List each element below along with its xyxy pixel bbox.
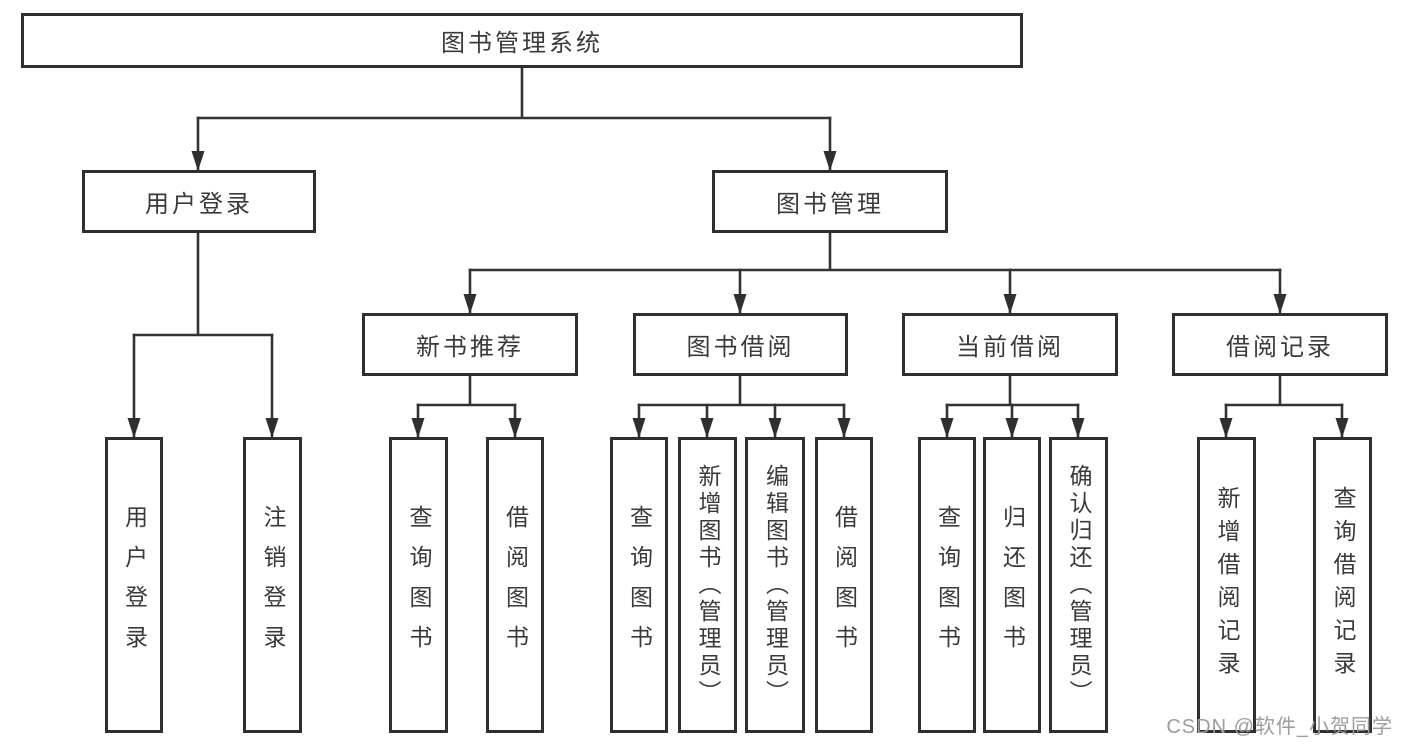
leaf-user-login: 用户登录 bbox=[105, 437, 163, 733]
leaf-label: 注销登录 bbox=[260, 505, 286, 665]
leaf-edit-books-admin: 编辑图书（管理员） bbox=[745, 437, 805, 733]
node-label: 图书管理 bbox=[776, 191, 884, 218]
leaf-label: 查询图书 bbox=[934, 505, 961, 665]
leaf-label: 归还图书 bbox=[999, 505, 1026, 665]
leaf-label: 查询图书 bbox=[626, 505, 653, 665]
leaf-query-books-recommend: 查询图书 bbox=[389, 437, 448, 733]
leaf-confirm-return-admin: 确认归还（管理员） bbox=[1049, 437, 1108, 733]
node-label: 图书借阅 bbox=[686, 334, 795, 361]
leaf-query-borrowing-record: 查询借阅记录 bbox=[1313, 437, 1372, 733]
node-new-book-recommendation: 新书推荐 bbox=[362, 313, 578, 376]
leaf-add-books-admin: 新增图书（管理员） bbox=[678, 437, 737, 733]
leaf-label: 查询图书 bbox=[406, 505, 432, 665]
connector-root-to-level2 bbox=[191, 66, 837, 172]
leaf-query-books-current: 查询图书 bbox=[918, 437, 976, 733]
node-book-management: 图书管理 bbox=[712, 170, 948, 233]
leaf-return-books: 归还图书 bbox=[983, 437, 1041, 733]
leaf-borrow-books-recommend: 借阅图书 bbox=[486, 437, 544, 733]
connector-borrowing-records-branch bbox=[1219, 374, 1349, 439]
csdn-watermark: CSDN @软件_小贺同学 bbox=[1166, 716, 1393, 738]
leaf-label: 编辑图书（管理员） bbox=[762, 463, 789, 707]
node-library-management-system: 图书管理系统 bbox=[21, 13, 1023, 68]
connector-book-borrowing-branch bbox=[632, 374, 851, 439]
leaf-logout: 注销登录 bbox=[243, 437, 302, 733]
node-label: 图书管理系统 bbox=[441, 30, 603, 57]
leaf-label: 查询借阅记录 bbox=[1330, 486, 1356, 684]
node-borrowing-records: 借阅记录 bbox=[1172, 313, 1388, 376]
leaf-label: 借阅图书 bbox=[502, 505, 529, 665]
leaf-label: 借阅图书 bbox=[831, 505, 858, 665]
node-user-login: 用户登录 bbox=[82, 170, 316, 233]
node-label: 用户登录 bbox=[145, 191, 253, 218]
leaf-add-borrowing-record: 新增借阅记录 bbox=[1197, 437, 1256, 733]
connector-new-book-branch bbox=[411, 374, 522, 439]
connector-current-borrowing-branch bbox=[940, 374, 1085, 439]
leaf-label: 新增图书（管理员） bbox=[695, 463, 721, 707]
leaf-query-books-borrowing: 查询图书 bbox=[610, 437, 668, 733]
node-label: 新书推荐 bbox=[416, 334, 524, 361]
node-label: 借阅记录 bbox=[1226, 334, 1334, 361]
leaf-label: 确认归还（管理员） bbox=[1066, 463, 1092, 707]
leaf-borrow-books: 借阅图书 bbox=[815, 437, 873, 733]
node-label: 当前借阅 bbox=[956, 334, 1064, 361]
connector-book-management-branch bbox=[463, 231, 1287, 315]
leaf-label: 用户登录 bbox=[121, 505, 148, 665]
connector-user-login-branch bbox=[127, 231, 279, 439]
leaf-label: 新增借阅记录 bbox=[1214, 486, 1240, 684]
node-book-borrowing: 图书借阅 bbox=[633, 313, 848, 376]
node-current-borrowing: 当前借阅 bbox=[902, 313, 1118, 376]
